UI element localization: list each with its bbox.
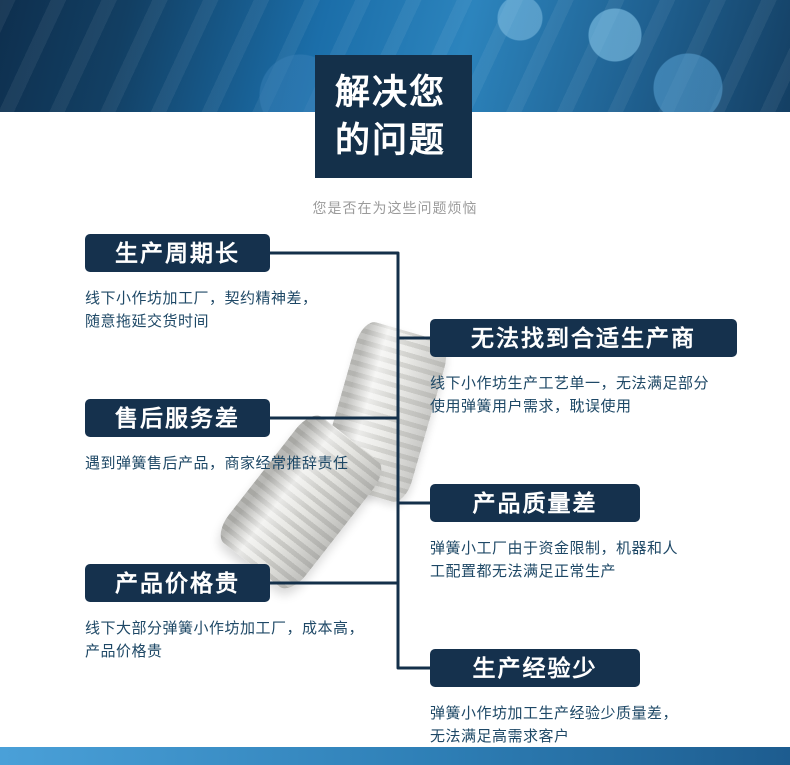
problem-item-price: 产品价格贵 线下大部分弹簧小作坊加工厂，成本高， 产品价格贵 bbox=[85, 564, 385, 664]
problem-item-production-cycle: 生产周期长 线下小作坊加工厂，契约精神差， 随意拖延交货时间 bbox=[85, 234, 385, 334]
problem-desc: 弹簧小工厂由于资金限制，机器和人 工配置都无法满足正常生产 bbox=[430, 540, 679, 581]
problem-item-experience: 生产经验少 弹簧小作坊加工生产经验少质量差， 无法满足高需求客户 bbox=[430, 649, 740, 749]
problem-desc: 线下大部分弹簧小作坊加工厂，成本高， 产品价格贵 bbox=[85, 620, 365, 661]
problem-desc: 遇到弹簧售后产品，商家经常推辞责任 bbox=[85, 455, 349, 472]
page-title-line2: 的问题 bbox=[335, 121, 447, 160]
problem-item-find-manufacturer: 无法找到合适生产商 线下小作坊生产工艺单一，无法满足部分 使用弹簧用户需求，耽误… bbox=[430, 319, 740, 419]
problem-desc: 弹簧小作坊加工生产经验少质量差， 无法满足高需求客户 bbox=[430, 705, 679, 746]
problem-item-after-sales: 售后服务差 遇到弹簧售后产品，商家经常推辞责任 bbox=[85, 399, 385, 475]
problem-title: 售后服务差 bbox=[85, 399, 270, 437]
problem-desc: 线下小作坊加工厂，契约精神差， 随意拖延交货时间 bbox=[85, 290, 318, 331]
page-title: 解决您 的问题 bbox=[315, 55, 472, 178]
problem-title: 生产经验少 bbox=[430, 649, 640, 687]
problem-title: 产品价格贵 bbox=[85, 564, 270, 602]
subtitle: 您是否在为这些问题烦恼 bbox=[312, 200, 478, 216]
problem-title: 生产周期长 bbox=[85, 234, 270, 272]
problem-desc: 线下小作坊生产工艺单一，无法满足部分 使用弹簧用户需求，耽误使用 bbox=[430, 375, 710, 416]
problem-title: 无法找到合适生产商 bbox=[430, 319, 737, 357]
page-title-line1: 解决您 bbox=[335, 73, 447, 112]
problem-item-quality: 产品质量差 弹簧小工厂由于资金限制，机器和人 工配置都无法满足正常生产 bbox=[430, 484, 740, 584]
problem-title: 产品质量差 bbox=[430, 484, 640, 522]
bottom-accent-bar bbox=[0, 747, 790, 765]
